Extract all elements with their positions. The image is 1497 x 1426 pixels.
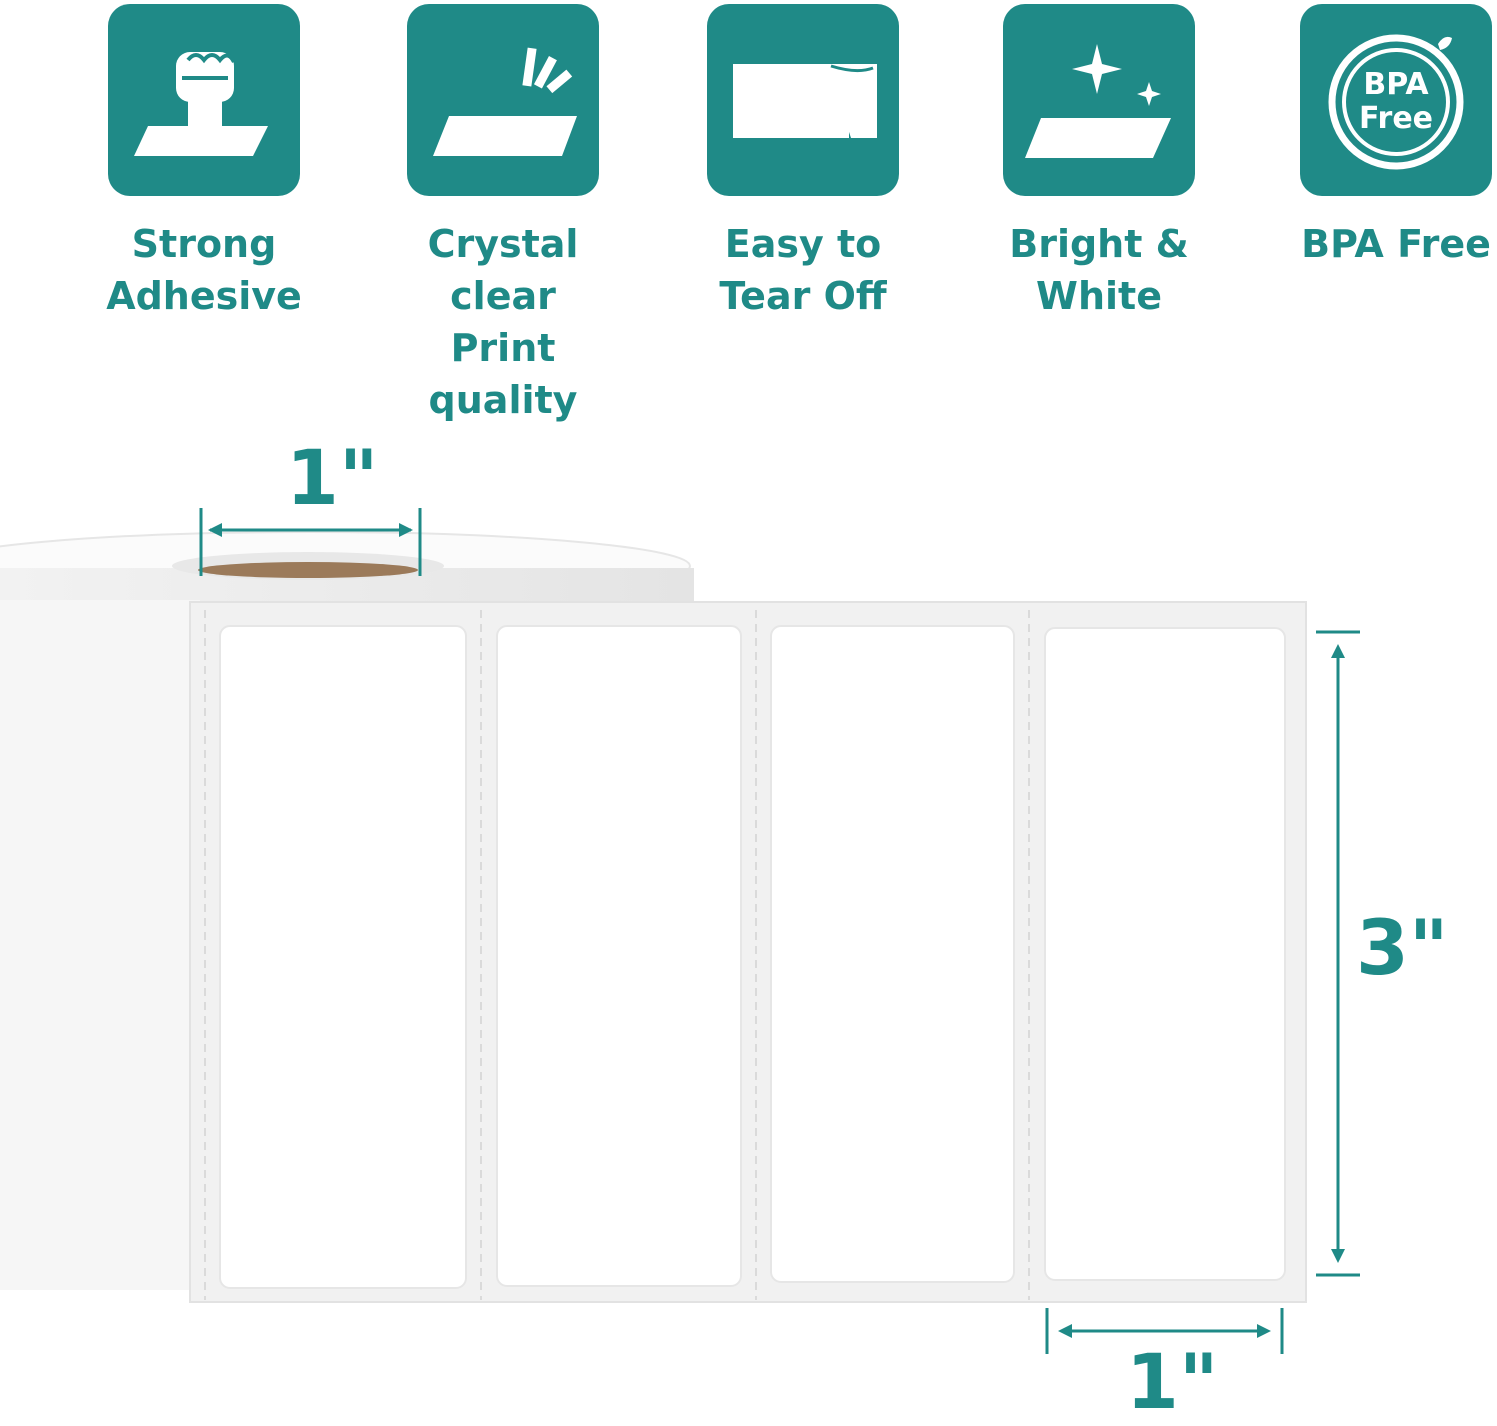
- feature-bpa-free: BPA Free BPA Free: [1286, 4, 1497, 270]
- label-1: [219, 625, 467, 1289]
- label-3: [770, 625, 1015, 1283]
- feature-bright-white: Bright & White: [989, 4, 1209, 322]
- core-dimension-arrow: [199, 508, 422, 576]
- label-4: [1044, 627, 1286, 1281]
- core-diameter-label: 1": [286, 433, 379, 522]
- fist-adhesive-icon: [108, 4, 300, 196]
- feature-label: Bright & White: [1009, 222, 1189, 318]
- label-width-label: 1": [1126, 1337, 1219, 1426]
- height-dimension-arrow: [1316, 630, 1360, 1277]
- feature-strong-adhesive: Strong Adhesive: [94, 4, 314, 322]
- feature-label: Strong Adhesive: [106, 222, 302, 318]
- label-height-label: 3": [1356, 903, 1449, 992]
- bpa-badge-line-2: Free: [1359, 101, 1433, 136]
- sparkle-white-icon: [1003, 4, 1195, 196]
- label-2: [496, 625, 742, 1287]
- bpa-free-icon: BPA Free: [1300, 4, 1492, 196]
- feature-label: Easy to Tear Off: [719, 222, 887, 318]
- tear-off-icon: [707, 4, 899, 196]
- clear-print-icon: [407, 4, 599, 196]
- feature-label: Crystal clear Print quality: [427, 222, 579, 422]
- bpa-badge-line-1: BPA: [1363, 67, 1429, 102]
- feature-label: BPA Free: [1301, 222, 1491, 266]
- roll-side: [0, 600, 200, 1290]
- feature-easy-tear-off: Easy to Tear Off: [693, 4, 913, 322]
- feature-crystal-clear: Crystal clear Print quality: [393, 4, 613, 426]
- width-dimension-arrow: [1045, 1308, 1284, 1354]
